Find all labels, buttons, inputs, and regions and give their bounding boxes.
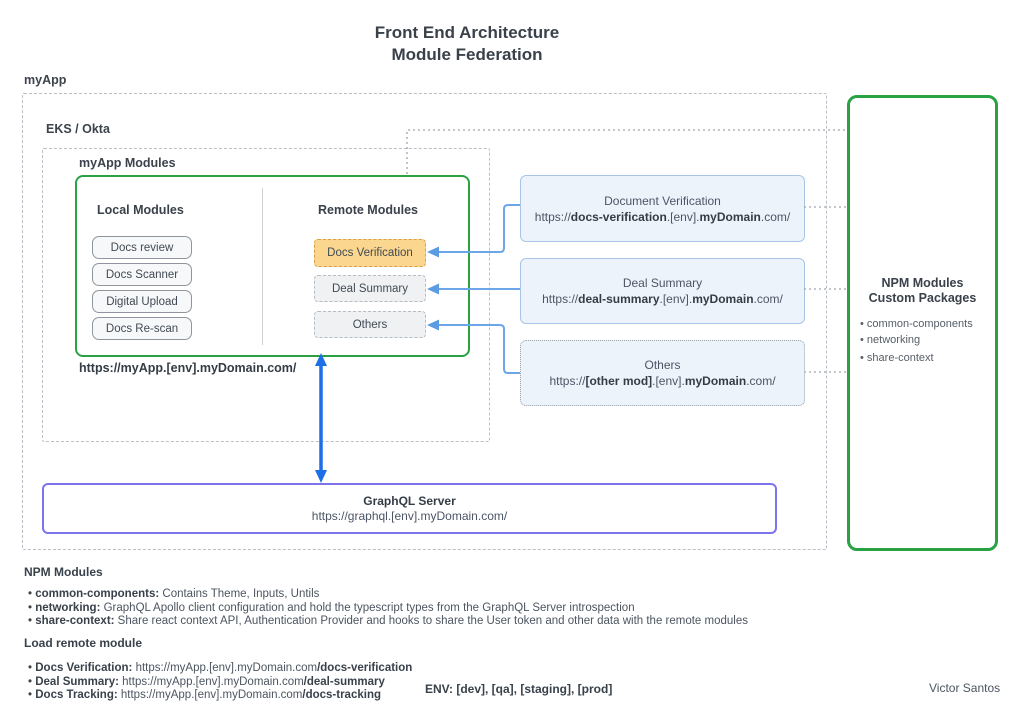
load-note-docs-tracking: Docs Tracking: https://myApp.[env].myDom… bbox=[28, 689, 412, 703]
service-url: https://docs-verification.[env].myDomain… bbox=[534, 209, 791, 224]
npm-box-heading-line1: NPM Modules bbox=[881, 276, 964, 290]
npm-package-share-context: share-context bbox=[860, 350, 995, 366]
local-module-docs-rescan: Docs Re-scan bbox=[92, 317, 192, 340]
npm-note-networking: networking: GraphQL Apollo client config… bbox=[28, 602, 748, 616]
eks-okta-label: EKS / Okta bbox=[46, 122, 110, 136]
graphql-server-url: https://graphql.[env].myDomain.com/ bbox=[311, 508, 508, 523]
remote-module-others: Others bbox=[314, 311, 426, 338]
remote-module-deal-summary: Deal Summary bbox=[314, 275, 426, 302]
local-module-digital-upload: Digital Upload bbox=[92, 290, 192, 313]
modules-divider bbox=[262, 188, 263, 345]
remote-module-docs-verification: Docs Verification bbox=[314, 239, 426, 267]
diagram-title-line1: Front End Architecture bbox=[374, 23, 560, 42]
myapp-modules-label: myApp Modules bbox=[79, 156, 176, 170]
myapp-box-label: myApp bbox=[24, 73, 67, 87]
diagram-title-line2: Module Federation bbox=[391, 45, 543, 64]
myapp-modules-container-box bbox=[42, 148, 490, 442]
npm-package-networking: networking bbox=[860, 332, 995, 348]
myapp-container-box bbox=[22, 93, 827, 550]
service-node-document-verification: Document Verification https://docs-verif… bbox=[520, 175, 805, 242]
diagram-title: Front End Architecture Module Federation bbox=[287, 22, 647, 66]
local-module-docs-review: Docs review bbox=[92, 236, 192, 259]
npm-packages-node: NPM Modules Custom Packages common-compo… bbox=[847, 95, 998, 551]
load-note-docs-verification: Docs Verification: https://myApp.[env].m… bbox=[28, 662, 412, 676]
service-node-deal-summary: Deal Summary https://deal-summary.[env].… bbox=[520, 258, 805, 324]
env-legend: ENV: [dev], [qa], [staging], [prod] bbox=[425, 682, 613, 696]
load-notes-heading: Load remote module bbox=[24, 636, 143, 650]
load-note-deal-summary: Deal Summary: https://myApp.[env].myDoma… bbox=[28, 676, 412, 690]
npm-box-heading-line2: Custom Packages bbox=[868, 291, 977, 305]
author-credit: Victor Santos bbox=[929, 681, 1001, 695]
service-url: https://deal-summary.[env].myDomain.com/ bbox=[542, 292, 783, 306]
npm-box-list: common-components networking share-conte… bbox=[860, 316, 995, 366]
npm-note-common-components: common-components: Contains Theme, Input… bbox=[28, 588, 748, 602]
npm-notes-heading: NPM Modules bbox=[24, 565, 103, 579]
service-node-others: Others https://[other mod].[env].myDomai… bbox=[520, 340, 805, 406]
local-modules-heading: Local Modules bbox=[97, 203, 184, 217]
npm-note-share-context: share-context: Share react context API, … bbox=[28, 615, 748, 629]
local-module-docs-scanner: Docs Scanner bbox=[92, 263, 192, 286]
service-name: Others bbox=[644, 358, 681, 372]
service-name: Deal Summary bbox=[622, 276, 703, 290]
load-notes-list: Docs Verification: https://myApp.[env].m… bbox=[28, 662, 412, 703]
npm-notes-list: common-components: Contains Theme, Input… bbox=[28, 588, 748, 629]
service-name: Document Verification bbox=[604, 193, 721, 208]
remote-modules-heading: Remote Modules bbox=[317, 203, 418, 217]
graphql-server-node: GraphQL Server https://graphql.[env].myD… bbox=[42, 483, 777, 534]
service-url: https://[other mod].[env].myDomain.com/ bbox=[549, 374, 776, 388]
npm-box-heading: NPM Modules Custom Packages bbox=[850, 276, 995, 306]
npm-package-common-components: common-components bbox=[860, 316, 995, 332]
graphql-server-name: GraphQL Server bbox=[363, 493, 456, 508]
myapp-url: https://myApp.[env].myDomain.com/ bbox=[79, 361, 297, 375]
